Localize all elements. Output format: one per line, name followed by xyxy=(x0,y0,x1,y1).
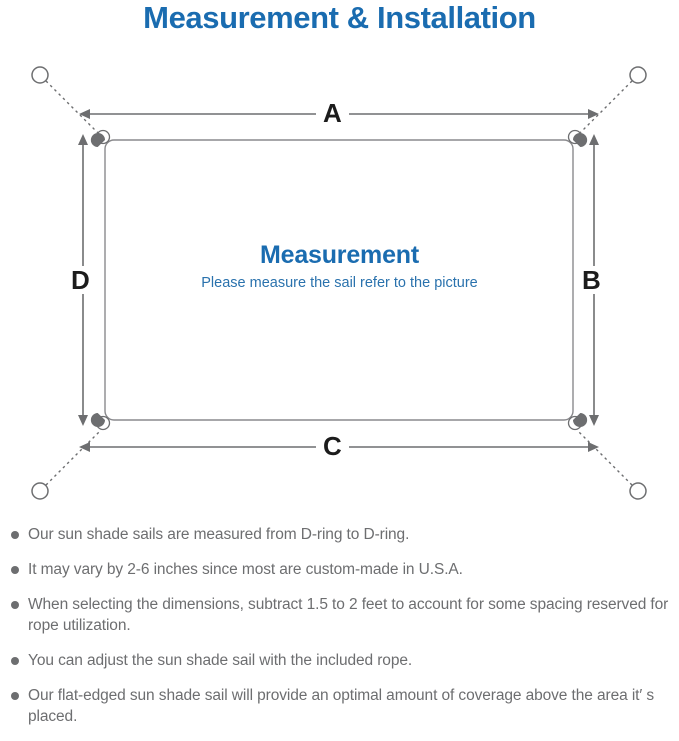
bullet-icon xyxy=(11,657,19,665)
rope-line-bottom-right xyxy=(577,430,633,486)
bullet-icon xyxy=(11,566,19,574)
list-item: Our sun shade sails are measured from D-… xyxy=(0,524,679,545)
d-ring-bottom-left xyxy=(90,413,111,431)
note-text: When selecting the dimensions, subtract … xyxy=(28,596,669,634)
bullet-icon xyxy=(11,692,19,700)
note-text: Our flat-edged sun shade sail will provi… xyxy=(28,687,655,725)
list-item: You can adjust the sun shade sail with t… xyxy=(0,650,679,671)
dimension-label-b: B xyxy=(575,266,608,294)
anchor-point-top-left xyxy=(31,66,49,84)
sail-diagram: Measurement Please measure the sail refe… xyxy=(0,48,679,518)
note-text: It may vary by 2-6 inches since most are… xyxy=(28,561,463,578)
note-text: You can adjust the sun shade sail with t… xyxy=(28,652,413,669)
dimension-label-c: C xyxy=(316,432,349,460)
anchor-point-top-right xyxy=(629,66,647,84)
d-rings xyxy=(90,129,588,431)
anchor-point-bottom-right xyxy=(629,482,647,500)
dimension-label-d: D xyxy=(64,266,97,294)
anchor-point-bottom-left xyxy=(31,482,49,500)
list-item: Our flat-edged sun shade sail will provi… xyxy=(0,685,679,727)
d-ring-top-right xyxy=(567,129,588,147)
notes-list: Our sun shade sails are measured from D-… xyxy=(0,524,679,741)
dimension-label-a: A xyxy=(316,99,349,127)
rope-line-top-left xyxy=(45,80,101,136)
list-item: It may vary by 2-6 inches since most are… xyxy=(0,559,679,580)
bullet-icon xyxy=(11,601,19,609)
d-ring-top-left xyxy=(90,129,111,147)
note-text: Our sun shade sails are measured from D-… xyxy=(28,526,410,543)
list-item: When selecting the dimensions, subtract … xyxy=(0,594,679,636)
rope-line-bottom-left xyxy=(45,430,101,486)
bullet-icon xyxy=(11,531,19,539)
rope-line-top-right xyxy=(577,80,633,136)
page-title: Measurement & Installation xyxy=(143,0,536,35)
anchor-points xyxy=(31,66,647,500)
d-ring-bottom-right xyxy=(567,413,588,431)
rope-lines xyxy=(45,80,633,486)
sail-body xyxy=(104,139,574,421)
